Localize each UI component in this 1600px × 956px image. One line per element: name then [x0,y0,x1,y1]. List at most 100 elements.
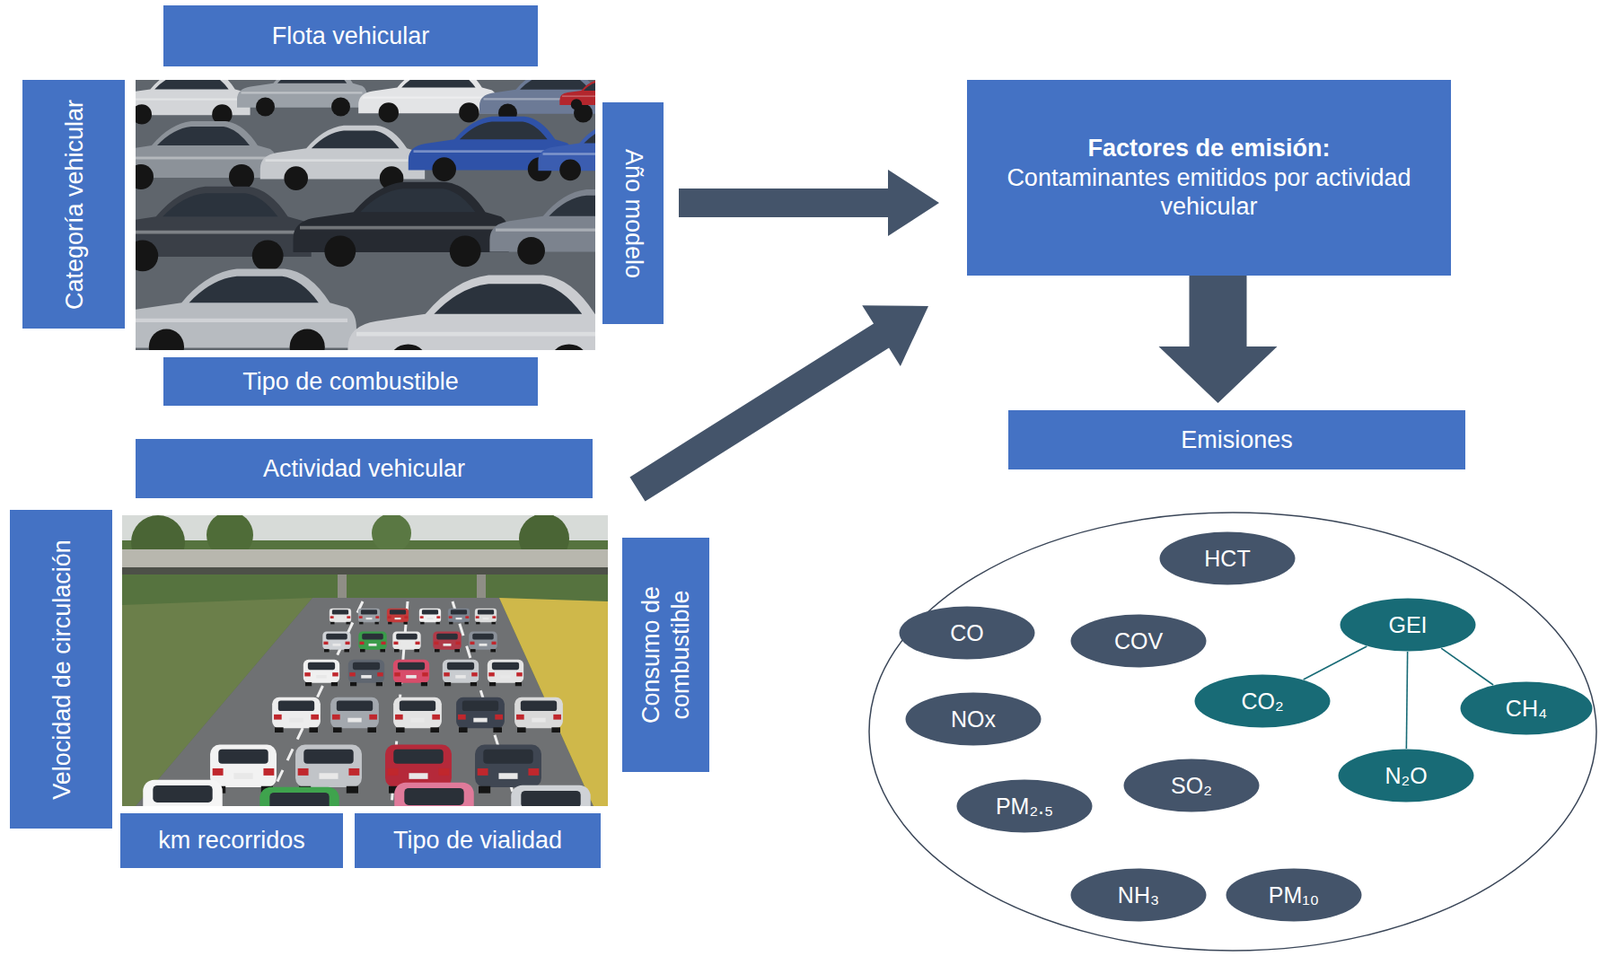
node-label: NH₃ [1073,881,1204,909]
label-frame: N₂O [1337,748,1475,803]
car-figure [259,787,339,807]
pollutant-oval: GEI [1339,597,1477,652]
oval-shape [905,693,1042,747]
label-frame: Consumo de combustible [622,537,710,773]
label-frame: GEI [1339,597,1477,652]
label-frame: CO₂ [1194,674,1331,729]
traffic-photo [122,515,608,807]
emissions-outline [869,512,1597,951]
label-frame: SO₂ [1123,758,1260,813]
node-label: N₂O [1341,762,1471,790]
car-figure [322,631,351,652]
car-figure [303,659,340,687]
car-figure [393,659,430,687]
side-tag: Año modelo [602,102,664,325]
node-label: Emisiones [1015,425,1459,455]
label-frame: PM₂.₅ [956,779,1093,834]
label-frame: Factores de emisión:Contaminantes emitid… [967,79,1451,276]
car-figure [293,182,510,268]
node-label: Año modelo [618,107,648,319]
label-frame: NH₃ [1070,868,1207,923]
car-figure [135,121,277,190]
car-figure [393,697,442,733]
connector-line [1303,646,1368,680]
node-body: Contaminantes emitidos por actividad veh… [981,163,1437,222]
block-arrow [1159,275,1278,404]
section-header: Actividad vehicular [135,439,593,499]
connector-line [1406,651,1407,749]
pollutant-oval: PM₂.₅ [956,779,1093,834]
car-figure [432,631,461,652]
car-figure [442,659,479,687]
label-frame: Velocidad de circulación [9,509,113,829]
label-frame: Tipo de vialidad [354,813,601,869]
car-figure [392,631,421,652]
car-figure [386,608,409,625]
label-frame: CH₄ [1459,681,1593,736]
node-label: CO [902,619,1032,647]
car-figure [514,697,563,733]
label-frame: PM₁₀ [1225,868,1363,923]
node-label: GEI [1343,611,1473,639]
connector-line [1441,648,1494,686]
car-figure [358,608,380,625]
car-figure [330,697,379,733]
node-label: km recorridos [125,826,338,855]
car-figure [559,79,596,111]
car-figure [394,782,474,807]
car-figure [272,697,321,733]
label-frame: Flota vehicular [163,5,538,67]
node-label: Consumo de combustible [636,543,695,767]
oval-shape [1340,598,1477,652]
label-frame: Año modelo [602,102,664,325]
block-arrow [678,169,940,237]
label-frame: COV [1070,614,1207,669]
car-figure [358,79,497,124]
bridge-pillar [476,574,486,600]
node-label: CO₂ [1197,687,1328,715]
car-figure [474,608,497,625]
node-label: Categoría vehicular [59,85,88,324]
label-frame: CO [898,606,1036,660]
car-figure [468,631,497,652]
pollutant-oval: CH₄ [1459,681,1593,736]
car-figure [142,780,222,807]
car-figure [510,785,590,807]
tree [371,515,412,554]
oval-shape [957,780,1093,834]
process-box: Factores de emisión:Contaminantes emitid… [967,79,1451,276]
car-figure [448,608,470,625]
label-frame: Categoría vehicular [22,79,125,329]
car-figure [329,608,352,625]
label-frame: HCT [1159,531,1296,586]
car-figure [489,189,596,265]
node-label: HCT [1162,545,1293,572]
pollutant-oval: COV [1070,614,1207,669]
label-frame: Actividad vehicular [135,439,593,499]
node-label: Tipo de vialidad [360,826,596,855]
car-figure [537,123,596,182]
car-figure [419,608,441,625]
node-label: Velocidad de circulación [46,515,76,824]
block-arrow [629,305,929,502]
car-figure [135,186,312,273]
pollutant-oval: CO [898,606,1036,660]
node-label: Factores de emisión: [981,133,1437,163]
oval-shape [1460,682,1593,736]
bridge [122,549,608,568]
car-figure [358,631,387,652]
pollutant-oval: NH₃ [1070,868,1207,923]
pollutant-oval: N₂O [1337,748,1475,803]
pollutant-oval: HCT [1159,531,1296,586]
section-header: Flota vehicular [163,5,538,67]
car-figure [456,697,505,733]
photo-ground [122,515,608,807]
side-tag: Tipo de combustible [163,357,538,406]
node-label: Flota vehicular [170,21,531,51]
pollutant-oval: PM₁₀ [1225,868,1363,923]
car-figure [135,79,251,125]
node-label: NOx [908,705,1038,733]
car-figure [348,659,385,687]
node-label: Tipo de combustible [168,367,533,396]
